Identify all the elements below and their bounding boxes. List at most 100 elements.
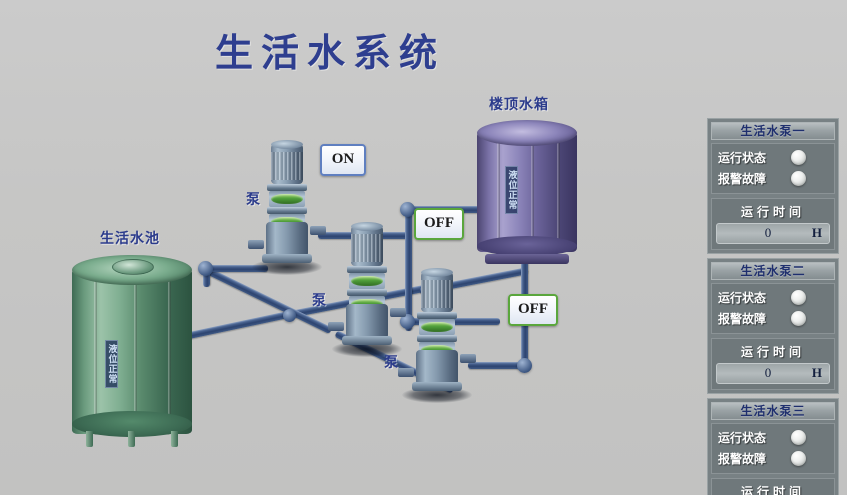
pump-1-inlet-nozzle (248, 240, 264, 249)
pool-manhole (112, 259, 154, 275)
roof-tank-bottom (477, 236, 577, 256)
pump-status-card-2-body: 运行状态 报警故障 (711, 283, 835, 334)
pump-1-base (262, 254, 312, 263)
roof-tank-base (485, 254, 569, 264)
pump-3-flange-2 (417, 335, 457, 342)
pump-2-off-button[interactable]: OFF (414, 208, 464, 240)
pump-1-runtime-unit: H (811, 225, 822, 240)
pump-status-card-3-title: 生活水泵三 (711, 402, 835, 420)
pump-2-alarm-row: 报警故障 (718, 310, 828, 327)
pump-2-runtime-title: 运行时间 (740, 345, 805, 359)
pump-2-motor-cap (351, 222, 383, 231)
pump-3-alarm-lamp (791, 451, 806, 466)
pipe-joint-4 (198, 261, 213, 276)
pump-3-run-status-row: 运行状态 (718, 429, 828, 446)
pump-2-casing (346, 304, 388, 338)
roof-tank-body (477, 132, 577, 252)
pipe-pump3-discharge (468, 362, 528, 369)
roof-tank-label: 楼顶水箱 (489, 96, 549, 112)
pump-status-card-1: 生活水泵一 运行状态 报警故障 运行时间 0 H (707, 118, 839, 254)
pool-rib-1 (94, 275, 97, 425)
pump-3-base (412, 382, 462, 391)
pump-2-inlet-nozzle (328, 322, 344, 331)
pump-2-runtime-block: 运行时间 0 H (711, 338, 835, 390)
pump-2-base (342, 336, 392, 345)
pump-1-runtime-value: 0 (764, 225, 772, 240)
pool-leg-1 (86, 431, 93, 447)
pump-3-outlet-nozzle (460, 354, 476, 363)
pump-3[interactable] (398, 268, 476, 403)
pool-rib-3 (168, 275, 171, 425)
pump-3-inlet-nozzle (398, 368, 414, 377)
roof-tank-level-text: 液位正常 (505, 166, 519, 214)
pump-status-card-1-body: 运行状态 报警故障 (711, 143, 835, 194)
pump-3-shadow (402, 387, 472, 403)
pipe-to-rooftank (405, 206, 525, 213)
pipe-pool-to-pump1 (203, 265, 268, 272)
pump-2-runtime-field[interactable]: 0 H (716, 363, 830, 384)
pump-3-alarm-row: 报警故障 (718, 450, 828, 467)
pipe-joint-5 (517, 358, 532, 373)
pump-1-alarm-row: 报警故障 (718, 170, 828, 187)
pump-3-runtime-title: 运行时间 (740, 485, 805, 495)
pump-1-motor-cap (271, 140, 303, 149)
pump-3-motor-cap (421, 268, 453, 277)
pipe-pool-outlet (179, 309, 299, 341)
roof-tank[interactable]: 液位正常 (477, 120, 577, 264)
pump-1-run-status-row: 运行状态 (718, 149, 828, 166)
pump-2-runtime-value: 0 (764, 365, 772, 380)
pump-status-card-3-body: 运行状态 报警故障 (711, 423, 835, 474)
roof-tank-top (477, 120, 577, 146)
pump-2-shadow (332, 341, 402, 357)
pump-1-flange-2 (267, 207, 307, 214)
pump-3-off-button[interactable]: OFF (508, 294, 558, 326)
pump-status-card-2-title: 生活水泵二 (711, 262, 835, 280)
pump-1-sight-glass-1 (271, 194, 303, 204)
pipe-joint-3 (400, 314, 415, 329)
pump-status-card-3: 生活水泵三 运行状态 报警故障 运行时间 0 H (707, 398, 839, 495)
pump-status-panel: 生活水泵一 运行状态 报警故障 运行时间 0 H 生 (707, 118, 839, 495)
pump-2-motor (351, 226, 383, 266)
pump-3-alarm-label: 报警故障 (718, 452, 767, 466)
pump-1-runtime-field[interactable]: 0 H (716, 223, 830, 244)
pump-2-flange-1 (347, 266, 387, 273)
pump-3-motor-fins (421, 280, 453, 308)
pool-leg-2 (128, 431, 135, 447)
pool-body (72, 269, 192, 434)
roof-tank-rib-3 (557, 136, 560, 248)
pump-3-run-status-lamp (791, 430, 806, 445)
pump-2-flange-2 (347, 289, 387, 296)
water-pool-tank[interactable]: 液位正常 (72, 255, 192, 447)
pump-1-run-status-lamp (791, 150, 806, 165)
pump-2-alarm-lamp (791, 311, 806, 326)
pump-2-sight-glass-1 (351, 276, 383, 286)
pipe-joint-1 (400, 202, 415, 217)
pump-1[interactable] (248, 140, 326, 275)
pump-1-motor (271, 144, 303, 184)
pump-status-card-2: 生活水泵二 运行状态 报警故障 运行时间 0 H (707, 258, 839, 394)
pipe-joint-6 (283, 309, 296, 322)
pump-2[interactable] (328, 222, 406, 357)
pump-1-on-button[interactable]: ON (320, 144, 366, 176)
pump-1-label: 泵 (246, 191, 261, 207)
pool-leg-3 (171, 431, 178, 447)
pump-1-alarm-lamp (791, 171, 806, 186)
pump-1-flange-1 (267, 184, 307, 191)
pump-3-run-status-label: 运行状态 (718, 431, 767, 445)
pool-rib-2 (134, 275, 137, 425)
pump-2-alarm-label: 报警故障 (718, 312, 767, 326)
pump-1-run-status-label: 运行状态 (718, 151, 767, 165)
pump-3-sight-glass-1 (421, 322, 453, 332)
pump-1-runtime-block: 运行时间 0 H (711, 198, 835, 250)
pool-level-text: 液位正常 (105, 340, 119, 388)
pump-2-run-status-label: 运行状态 (718, 291, 767, 305)
pump-1-outlet-nozzle (310, 226, 326, 235)
pump-3-casing (416, 350, 458, 384)
page-title: 生活水系统 (214, 33, 445, 75)
pump-2-runtime-unit: H (811, 365, 822, 380)
pipe-riser-pool (203, 265, 210, 287)
pipe-riser-main (405, 206, 412, 331)
pump-1-motor-fins (271, 152, 303, 180)
roof-tank-rib-1 (497, 136, 500, 248)
